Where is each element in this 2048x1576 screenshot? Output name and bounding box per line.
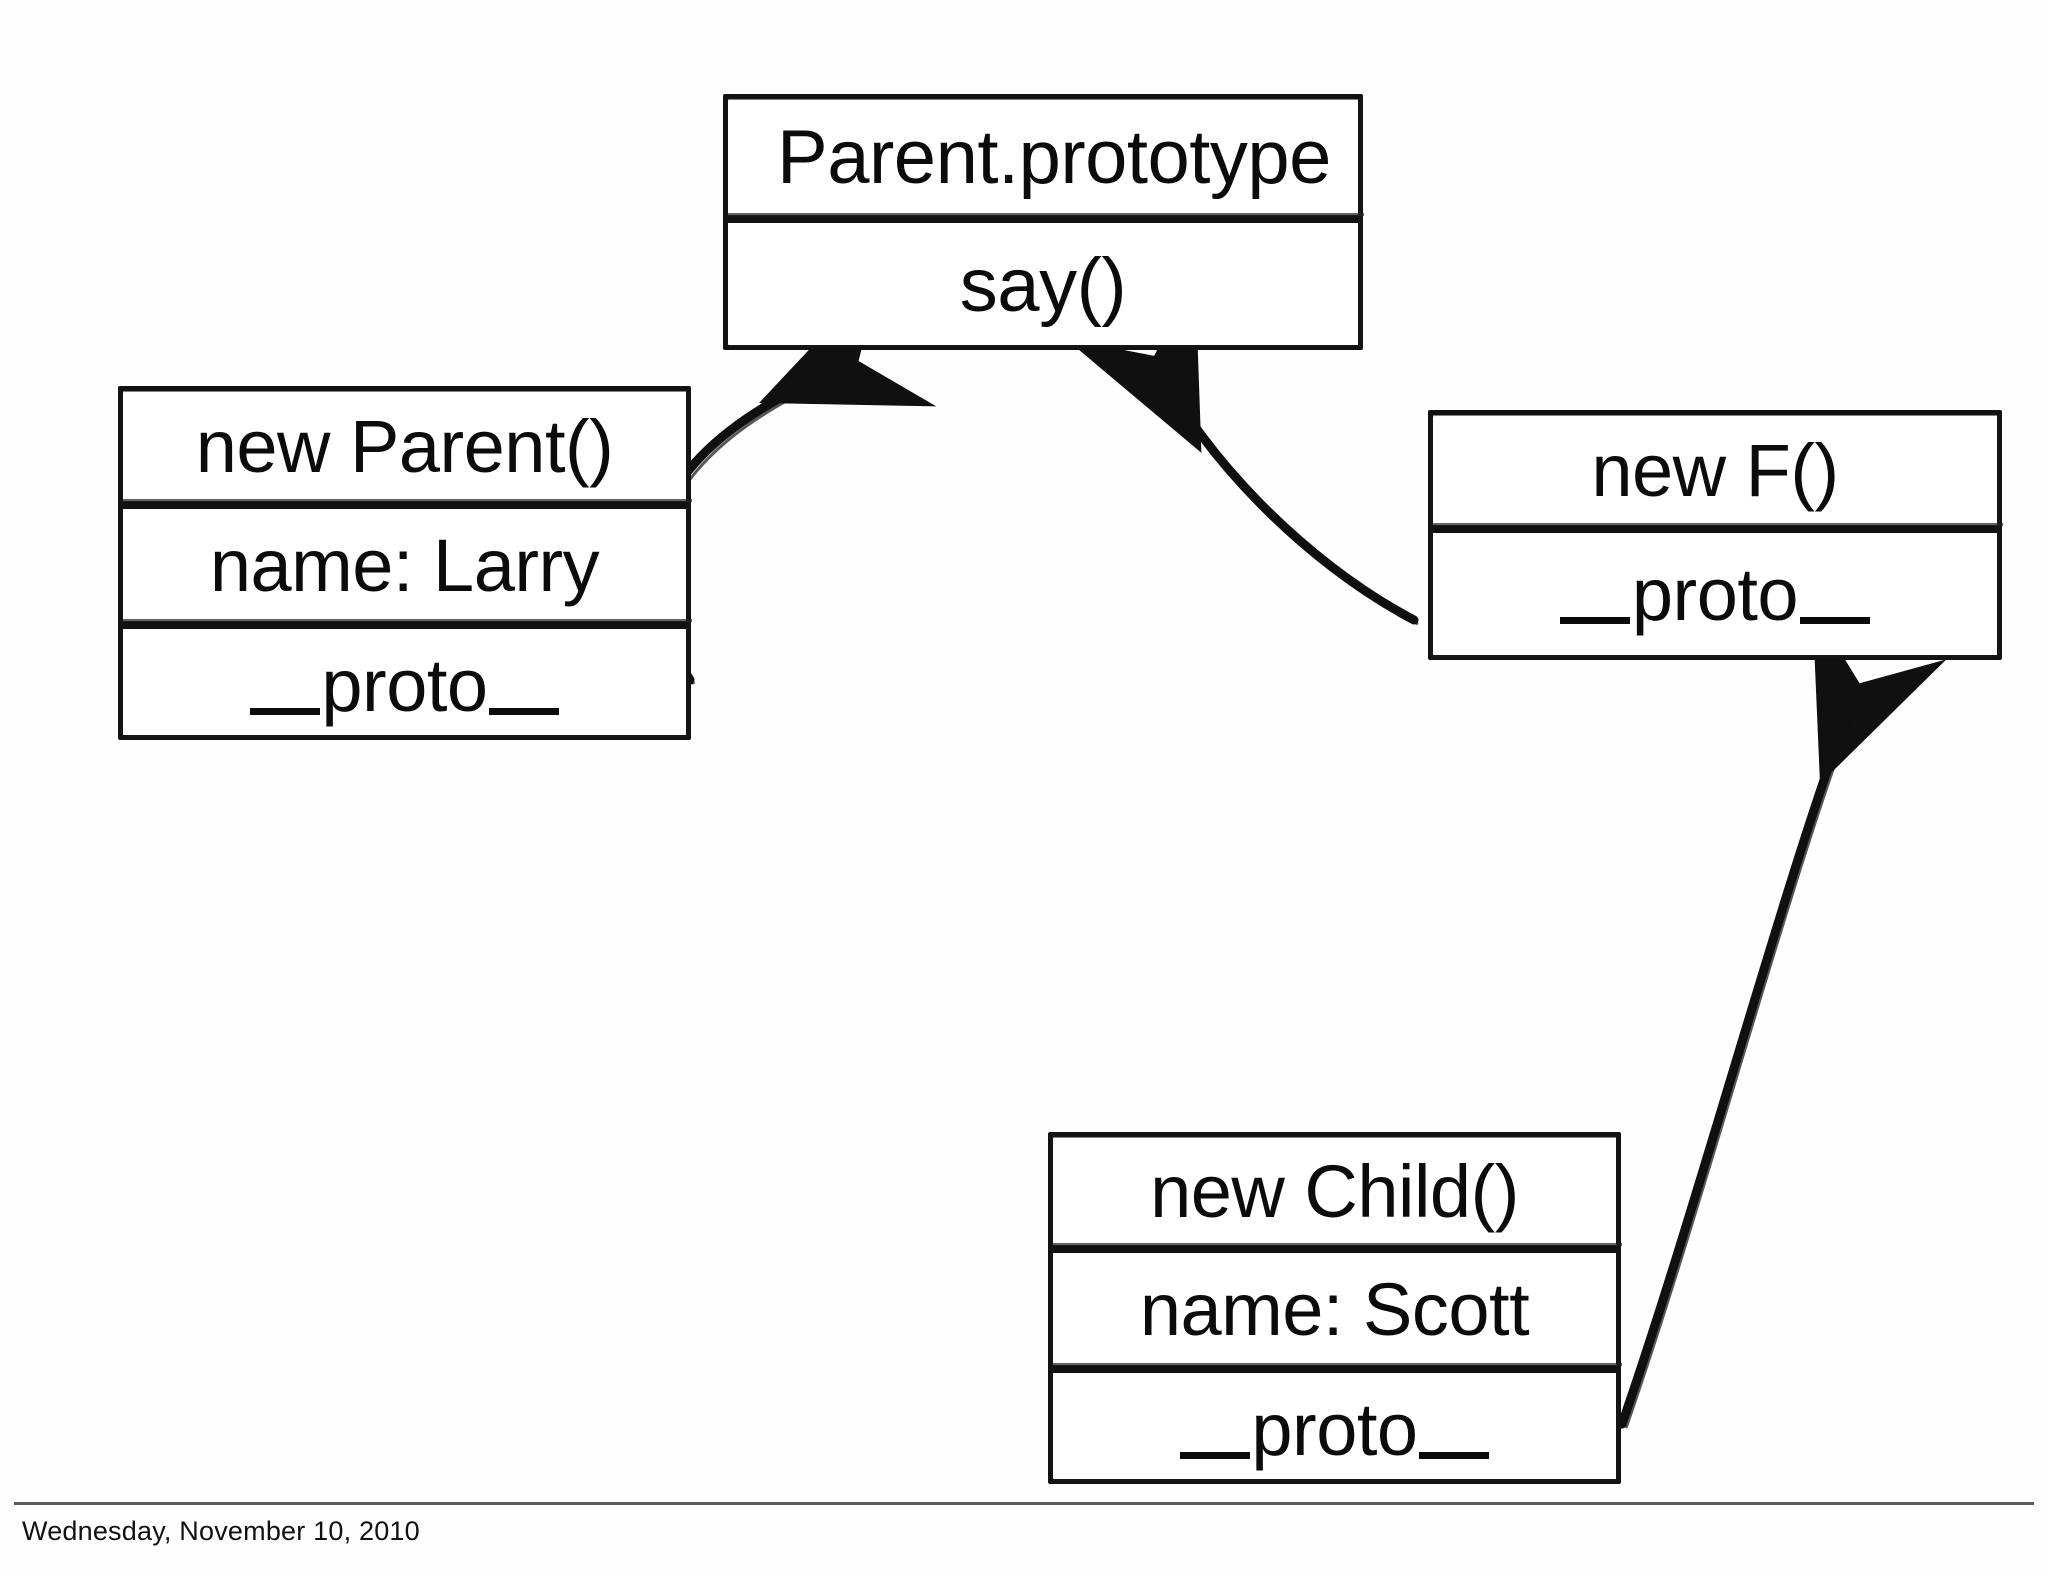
underscore-bar-right [1799, 617, 1870, 625]
proto-word: proto [1631, 553, 1799, 636]
underscore-bar-left [249, 708, 320, 716]
uml-row-name: name: Larry [123, 499, 692, 621]
footer-date: Wednesday, November 10, 2010 [22, 1516, 420, 1546]
proto-label: proto [1560, 558, 1870, 632]
proto-word: proto [1251, 1388, 1418, 1471]
underscore-bar-right [489, 708, 560, 716]
uml-box-new-f[interactable]: new F() proto [1428, 410, 2003, 660]
proto-label: proto [1179, 1388, 1490, 1471]
uml-row-proto: proto [1053, 1363, 1622, 1487]
footer-divider [14, 1502, 2034, 1505]
uml-box-title: new Child() [1150, 1149, 1519, 1233]
proto-label: proto [249, 644, 560, 727]
arrow-f-to-prototype [1065, 275, 1419, 626]
uml-row-name: name: Scott [1053, 1243, 1622, 1365]
uml-box-parent-prototype[interactable]: Parent.prototype say() [723, 94, 1364, 350]
uml-box-new-parent[interactable]: new Parent() name: Larry proto [118, 386, 692, 743]
uml-box-title: new F() [1591, 428, 1839, 512]
uml-box-title: Parent.prototype [777, 114, 1331, 200]
uml-row-proto: proto [123, 619, 692, 743]
uml-row-proto: proto [1433, 523, 2003, 657]
underscore-bar-left [1179, 1452, 1250, 1460]
uml-box-new-child[interactable]: new Child() name: Scott proto [1048, 1132, 1622, 1487]
underscore-bar-left [1560, 617, 1631, 625]
arrow-child-to-f [1617, 606, 1947, 1429]
uml-row-say: say() [728, 213, 1364, 347]
uml-box-title: new Parent() [195, 404, 614, 488]
proto-word: proto [321, 644, 488, 727]
underscore-bar-right [1419, 1452, 1490, 1460]
